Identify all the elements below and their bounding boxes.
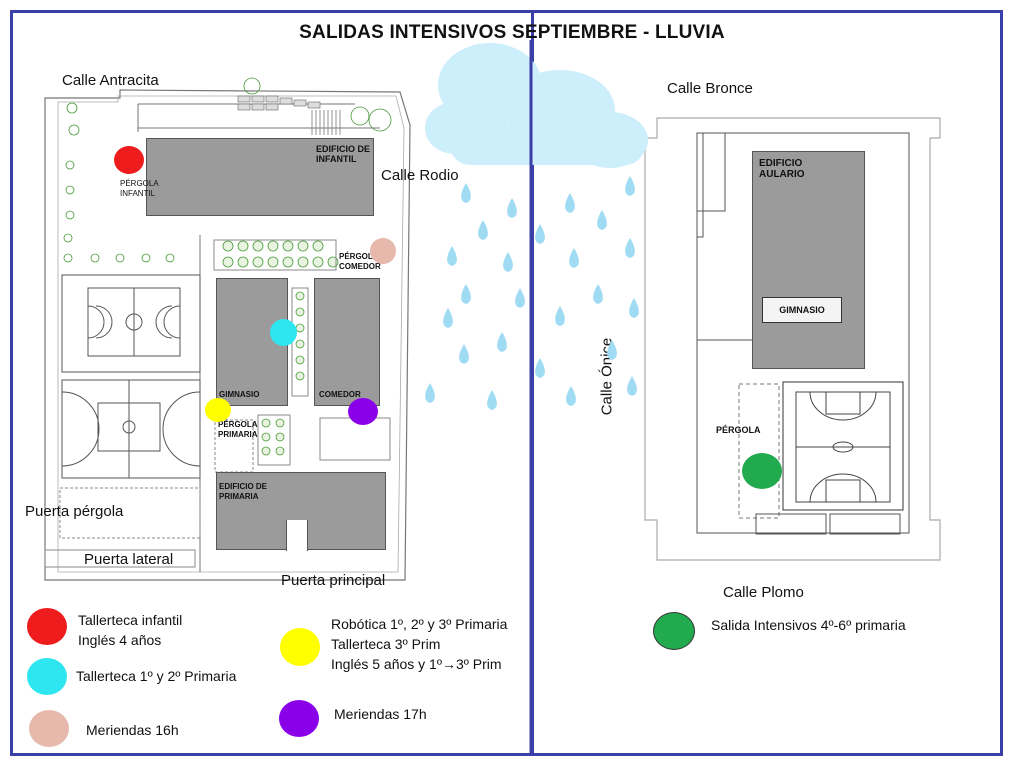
legend-green-text: Salida Intensivos 4º-6º primaria bbox=[711, 617, 906, 633]
door-puerta-pergola: Puerta pérgola bbox=[25, 503, 124, 520]
street-calle-rodio: Calle Rodio bbox=[381, 167, 459, 184]
street-calle-antracita: Calle Antracita bbox=[62, 72, 159, 89]
raindrop-icon bbox=[569, 248, 579, 268]
raindrop-icon bbox=[535, 224, 545, 244]
marker-purple-comedor bbox=[348, 398, 378, 425]
raindrop-icon bbox=[447, 246, 457, 266]
legend-yellow-dot bbox=[280, 628, 320, 666]
raindrop-icon bbox=[629, 298, 639, 318]
edificio-aulario bbox=[752, 151, 865, 369]
legend-green-dot bbox=[653, 612, 695, 650]
raindrop-icon bbox=[478, 220, 488, 240]
legend-cyan-text: Tallerteca 1º y 2º Primaria bbox=[76, 668, 237, 684]
raindrop-icon bbox=[555, 306, 565, 326]
gimnasio-right-box: GIMNASIO bbox=[762, 297, 842, 323]
raindrop-icon bbox=[503, 252, 513, 272]
raindrop-icon bbox=[625, 238, 635, 258]
legend-cyan-dot bbox=[27, 658, 67, 695]
label-gimnasio: GIMNASIO bbox=[219, 390, 260, 399]
raindrop-icon bbox=[507, 198, 517, 218]
legend-pink-text: Meriendas 16h bbox=[86, 722, 179, 738]
marker-green-pergola-right bbox=[742, 453, 782, 489]
primaria-notch bbox=[286, 520, 308, 551]
comedor bbox=[314, 278, 380, 406]
raindrop-icon bbox=[461, 183, 471, 203]
raindrop-icon bbox=[459, 344, 469, 364]
door-puerta-lateral: Puerta lateral bbox=[84, 551, 174, 568]
raindrop-icon bbox=[625, 176, 635, 196]
raindrop-icon bbox=[487, 390, 497, 410]
legend-purple-dot bbox=[279, 700, 319, 737]
street-calle-plomo: Calle Plomo bbox=[723, 584, 804, 601]
marker-pink-pergola-comedor bbox=[370, 238, 396, 264]
door-puerta-principal: Puerta principal bbox=[281, 572, 386, 589]
raindrop-icon bbox=[607, 340, 617, 360]
page-title: SALIDAS INTENSIVOS SEPTIEMBRE - LLUVIA bbox=[299, 22, 725, 43]
marker-yellow-pergola-primaria bbox=[205, 398, 231, 422]
raindrop-icon bbox=[461, 284, 471, 304]
raindrop-icon bbox=[565, 193, 575, 213]
legend-red-dot bbox=[27, 608, 67, 645]
raindrop-icon bbox=[597, 210, 607, 230]
raindrop-icon bbox=[593, 284, 603, 304]
edificio-infantil bbox=[146, 138, 374, 216]
raindrop-icon bbox=[535, 358, 545, 378]
raindrop-icon bbox=[497, 332, 507, 352]
marker-cyan-patio bbox=[270, 319, 297, 346]
legend-pink-dot bbox=[29, 710, 69, 747]
raindrop-icon bbox=[515, 288, 525, 308]
label-comedor: COMEDOR bbox=[319, 390, 361, 399]
marker-red-pergola-infantil bbox=[114, 146, 144, 174]
street-calle-bronce: Calle Bronce bbox=[667, 80, 753, 97]
raindrop-icon bbox=[443, 308, 453, 328]
gimnasio-left bbox=[216, 278, 288, 406]
raindrop-icon bbox=[425, 383, 435, 403]
raindrop-icon bbox=[566, 386, 576, 406]
raindrop-icon bbox=[627, 376, 637, 396]
label-pergola-right: PÉRGOLA bbox=[716, 425, 761, 435]
legend-purple-text: Meriendas 17h bbox=[334, 706, 427, 722]
